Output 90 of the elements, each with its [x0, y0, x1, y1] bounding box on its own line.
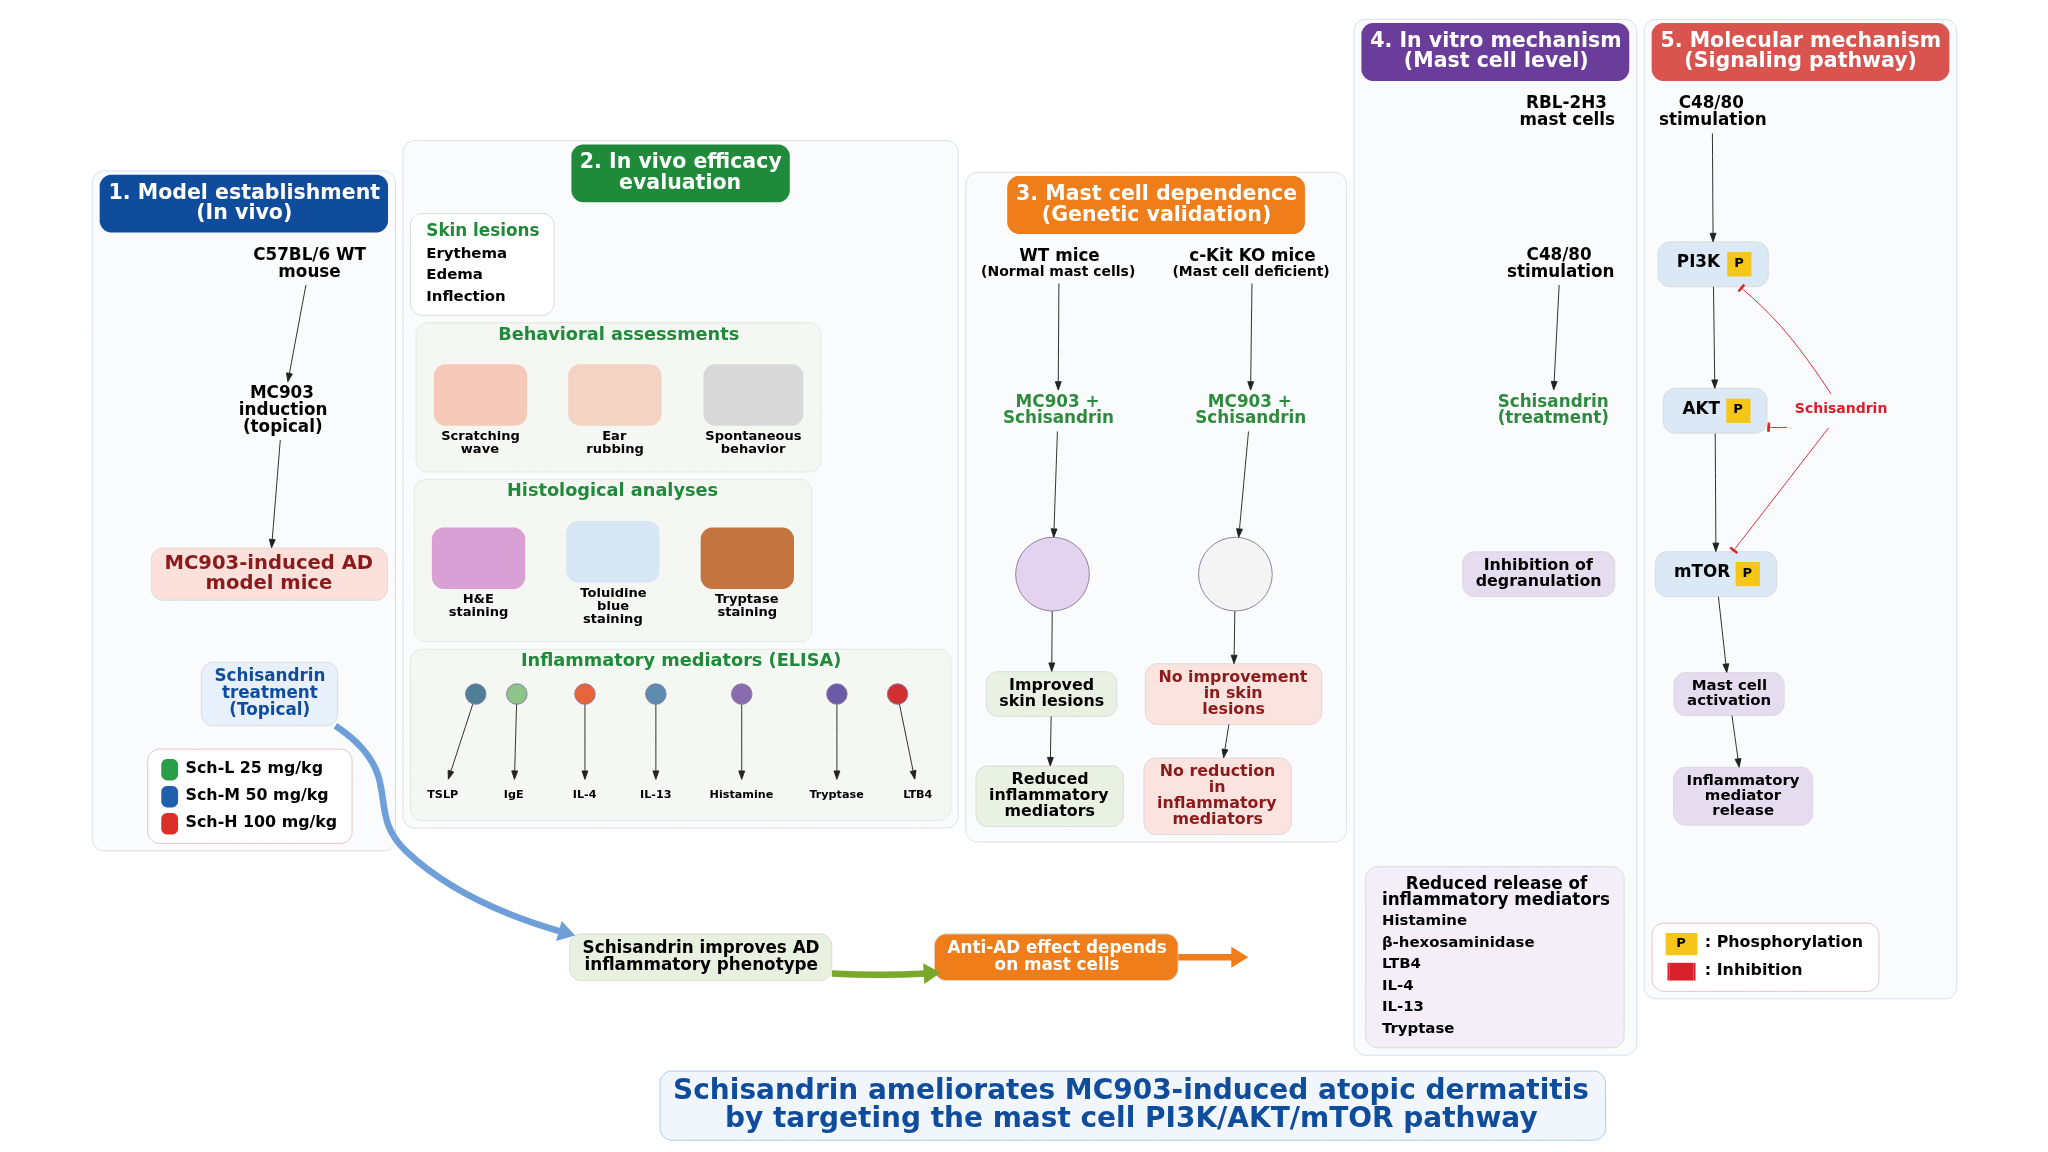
node-box: mTOR P	[1654, 551, 1777, 597]
node-box: Skin lesions Erythema Edema Inflection	[409, 212, 555, 316]
arrow	[510, 704, 518, 780]
node-text: IgE	[503, 788, 524, 802]
node-circle	[464, 683, 486, 705]
arrow	[651, 704, 659, 780]
node-text: Histamine	[709, 788, 773, 802]
node-box	[700, 527, 794, 590]
arrow	[447, 703, 473, 780]
node-text: MC903 induction (topical)	[238, 382, 328, 436]
arrow	[1221, 724, 1229, 759]
arrow	[581, 704, 588, 780]
arrow	[1246, 283, 1254, 391]
node-box: Schisandrin improves AD inflammatory phenotype	[568, 933, 832, 982]
node-label: Spontaneous behavior	[704, 427, 802, 456]
arrow	[1047, 610, 1055, 672]
node-box: Mast cell activation	[1673, 672, 1785, 716]
node-text: C57BL/6 WT mouse	[252, 244, 366, 281]
arrow	[1550, 284, 1560, 391]
node-box: Reduced release of inflammatory mediators Histamine β-hexosaminidase LTB4 IL-4 IL-13 Tryptase	[1364, 866, 1625, 1049]
node-text: LTB4	[902, 788, 932, 802]
node-label: Tryptase staining	[714, 591, 779, 620]
node-box: Schisandrin treatment (Topical)	[200, 661, 338, 727]
node-text: C48/80 stimulation	[1506, 244, 1615, 281]
node-box: AKT P	[1662, 387, 1767, 434]
node-text: MC903 + Schisandrin	[1194, 390, 1306, 428]
node-circle	[825, 683, 848, 705]
connector	[1766, 422, 1788, 432]
node-circle	[886, 683, 908, 705]
arrow	[1717, 596, 1729, 673]
arrow	[1230, 610, 1238, 665]
arrow	[1054, 283, 1062, 391]
node-label: Scratching wave	[440, 427, 520, 456]
node-box: Anti-AD effect depends on mast cells	[933, 933, 1178, 982]
node-circle	[1197, 536, 1273, 612]
node-text: Schisandrin	[1794, 400, 1887, 417]
node-box	[567, 364, 661, 426]
arrow	[1710, 286, 1718, 389]
arrow	[268, 439, 281, 549]
node-text: IL-4	[572, 788, 597, 802]
node-label: H&E staining	[448, 591, 508, 620]
arrow	[737, 704, 745, 780]
node-label: Toluidine blue staining	[579, 584, 647, 626]
node-box: No improvement in skin lesions	[1144, 663, 1322, 725]
node-circle	[505, 683, 528, 705]
node-circle	[573, 683, 596, 705]
arrow	[1731, 715, 1741, 768]
node-box: PI3K P	[1657, 241, 1769, 288]
connector	[1737, 283, 1831, 395]
node-text: RBL-2H3 mast cells	[1519, 92, 1615, 130]
node-text: MC903 + Schisandrin	[1002, 390, 1114, 428]
arrow	[831, 963, 941, 984]
arrow	[1711, 433, 1719, 552]
arrow	[833, 704, 840, 780]
node-text: Schisandrin (treatment)	[1497, 390, 1609, 428]
connector	[1729, 427, 1829, 554]
node-box	[565, 520, 660, 583]
node-text: Tryptase	[808, 788, 864, 802]
node-box: No reduction in inflammatory mediators	[1143, 757, 1292, 835]
node-box: MC903-induced AD model mice	[150, 547, 388, 601]
node-text: WT mice (Normal mast cells)	[980, 245, 1135, 279]
arrow	[285, 284, 306, 383]
legend-label: : Phosphorylation	[1704, 932, 1863, 952]
legend-label: Sch-L 25 mg/kg	[185, 757, 323, 777]
arrow	[1709, 133, 1716, 243]
node-box	[433, 364, 527, 426]
arrow	[1046, 716, 1054, 767]
legend-label: Sch-M 50 mg/kg	[185, 784, 329, 804]
node-box: Inflammatory mediator release	[1672, 766, 1813, 826]
node-circle	[644, 683, 667, 705]
legend-label: : Inhibition	[1704, 959, 1803, 979]
node-text: TSLP	[426, 788, 458, 802]
arrow	[333, 723, 575, 941]
node-circle	[1014, 536, 1090, 612]
legend-label: Sch-H 100 mg/kg	[185, 811, 337, 831]
node-label: Ear rubbing	[585, 427, 644, 456]
label: P	[1675, 934, 1686, 950]
arrow	[1050, 431, 1058, 538]
node-box	[431, 527, 525, 590]
node-text: c-Kit KO mice (Mast cell deficient)	[1171, 245, 1330, 279]
node-box	[702, 364, 803, 426]
arrow	[898, 703, 916, 780]
node-box: Inhibition of degranulation	[1461, 551, 1615, 597]
arrow	[1235, 431, 1249, 538]
node-text: IL-13	[639, 788, 672, 802]
node-box: Reduced inflammatory mediators	[975, 765, 1124, 828]
node-text: C48/80 stimulation	[1658, 92, 1767, 130]
node-circle	[730, 683, 752, 705]
node-box: Schisandrin ameliorates MC903-induced atopic dermatitis by targeting the mast cell PI3K/AKT/mTOR pathway	[659, 1070, 1606, 1141]
node-box: Improved skin lesions	[985, 671, 1117, 717]
